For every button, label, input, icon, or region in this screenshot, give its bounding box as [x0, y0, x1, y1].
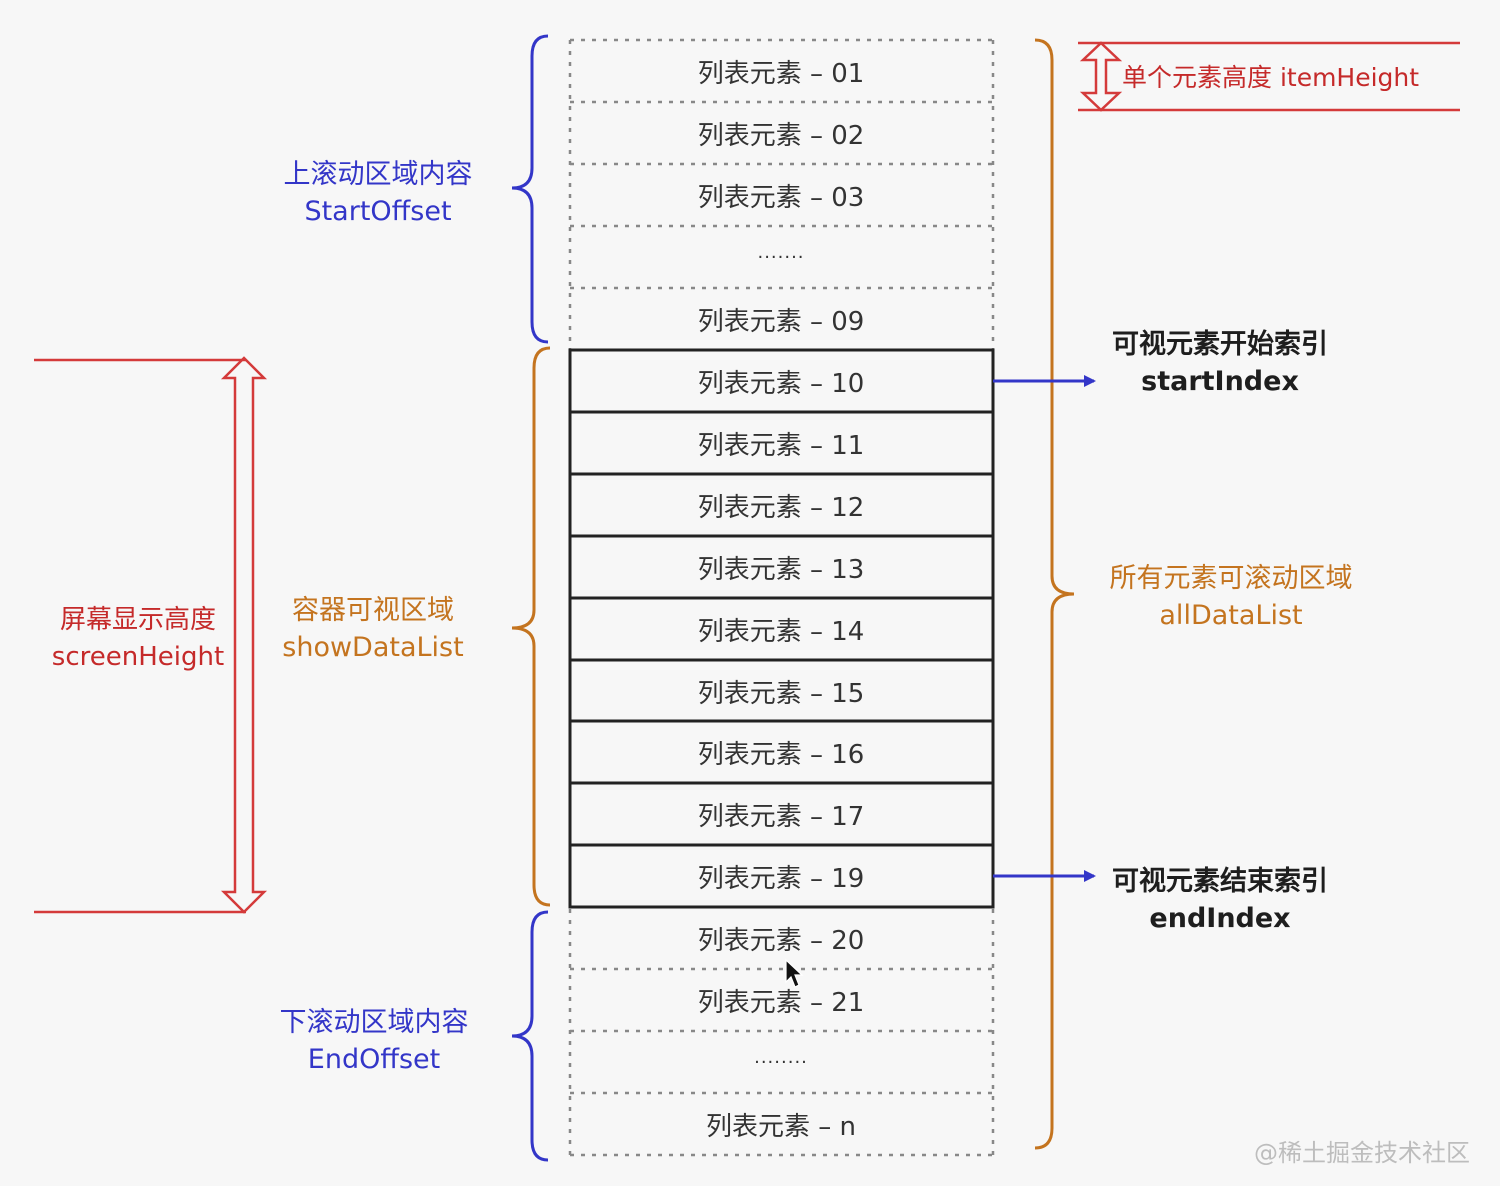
item-height-indicator: [1078, 41, 1460, 112]
list-item: 列表元素 – 03: [697, 183, 865, 214]
visible-list-item: 列表元素 – 16: [697, 740, 865, 771]
start-offset-brace: [511, 34, 549, 344]
visible-list-item: 列表元素 – 17: [697, 802, 865, 833]
visible-list-item: 列表元素 – 11: [697, 431, 865, 462]
show-data-list-brace: [511, 346, 551, 907]
visible-list-item: 列表元素 – 15: [697, 679, 865, 710]
end-offset-brace: [511, 910, 549, 1162]
list-item: 列表元素 – 21: [697, 988, 865, 1019]
start-offset-label: 上滚动区域内容 StartOffset: [283, 159, 473, 227]
mouse-cursor-icon: [785, 958, 804, 988]
list-item: 列表元素 – 01: [697, 59, 865, 90]
visible-items-frame: [568, 348, 995, 909]
visible-list-item: 列表元素 – 14: [697, 617, 865, 648]
start-index-label: 可视元素开始索引 startIndex: [1112, 329, 1328, 397]
visible-list-item: 列表元素 – 19: [697, 864, 865, 895]
all-data-list-brace: [1034, 38, 1075, 1150]
visible-list-item: 列表元素 – 10: [697, 369, 865, 400]
show-data-list-label: 容器可视区域 showDataList: [282, 595, 464, 663]
visible-list-item: 列表元素 – 12: [697, 493, 865, 524]
watermark: @稀土掘金技术社区: [1254, 1139, 1470, 1167]
visible-list-item: 列表元素 – 13: [697, 555, 865, 586]
screen-height-label: 屏幕显示高度 screenHeight: [51, 605, 225, 672]
list-item: ·······: [757, 247, 805, 269]
list-item: 列表元素 – 02: [697, 121, 865, 152]
item-height-label: 单个元素高度 itemHeight: [1122, 63, 1420, 92]
list-item: 列表元素 – 20: [697, 926, 865, 957]
end-index-label: 可视元素结束索引 endIndex: [1112, 866, 1328, 934]
all-items-dotted-frame: [568, 38, 995, 1157]
screen-height-indicator: [34, 356, 268, 914]
list-item: 列表元素 – n: [705, 1112, 856, 1143]
list-item: ········: [754, 1052, 808, 1074]
all-data-list-label: 所有元素可滚动区域 allDataList: [1109, 563, 1353, 631]
list-item: 列表元素 – 09: [697, 307, 865, 338]
end-offset-label: 下滚动区域内容 EndOffset: [279, 1007, 469, 1075]
